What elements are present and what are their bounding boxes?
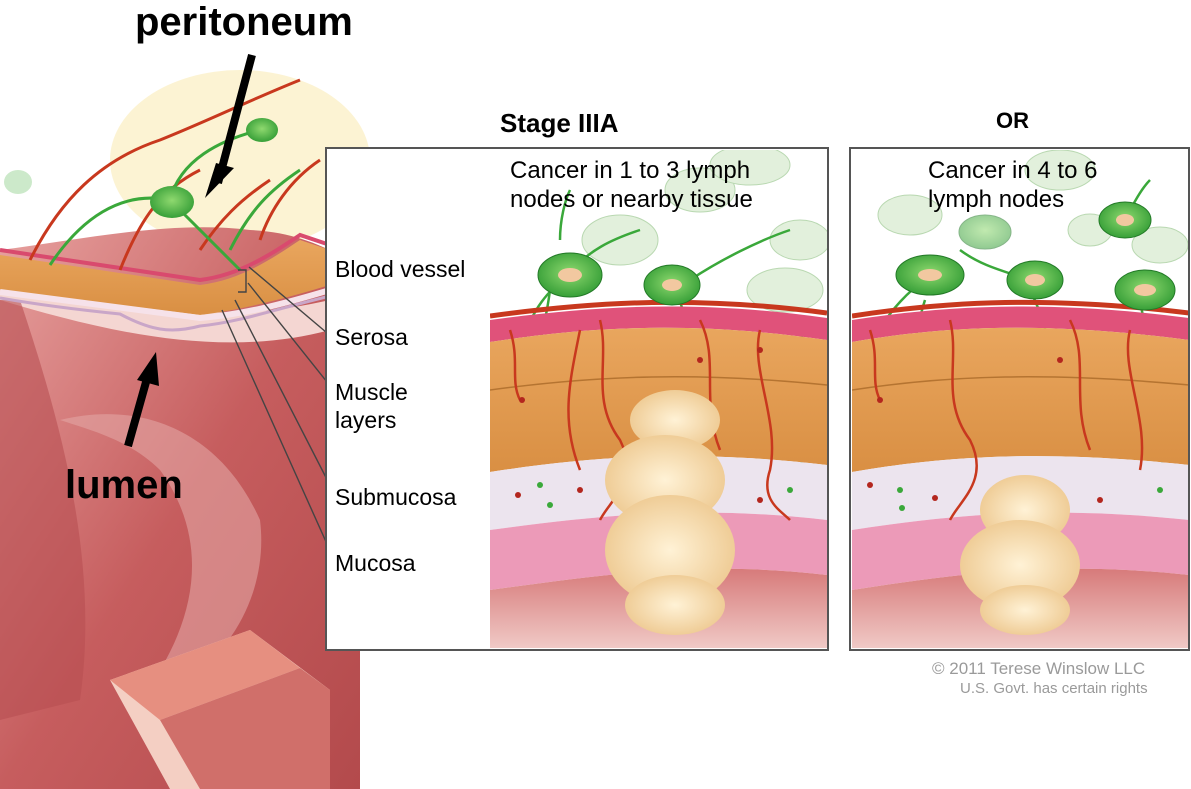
lymph-node bbox=[150, 186, 194, 218]
caption-line: Cancer in 4 to 6 bbox=[928, 156, 1097, 185]
mucosa-label: Mucosa bbox=[335, 550, 416, 577]
stage-iiia-caption: Cancer in 1 to 3 lymph nodes or nearby t… bbox=[510, 156, 753, 214]
colon-drawing bbox=[0, 70, 370, 789]
serosa-label: Serosa bbox=[335, 324, 408, 351]
submucosa-label: Submucosa bbox=[335, 484, 456, 511]
rights-text: U.S. Govt. has certain rights bbox=[960, 680, 1148, 697]
muscle-label-line: layers bbox=[335, 406, 408, 434]
copyright-text: © 2011 Terese Winslow LLC bbox=[932, 659, 1145, 678]
stage-heading: Stage IIIA bbox=[500, 108, 618, 139]
lumen-label: lumen bbox=[65, 463, 183, 508]
peritoneum-label: peritoneum bbox=[135, 0, 353, 45]
lymph-node bbox=[246, 118, 278, 142]
or-heading: OR bbox=[996, 108, 1029, 134]
or-panel bbox=[850, 148, 1189, 650]
muscle-label-line: Muscle bbox=[335, 378, 408, 406]
caption-line: lymph nodes bbox=[928, 185, 1097, 214]
or-caption: Cancer in 4 to 6 lymph nodes bbox=[928, 156, 1097, 214]
lymph-node bbox=[959, 215, 1011, 249]
muscle-layers-label: Muscle layers bbox=[335, 378, 408, 434]
caption-line: Cancer in 1 to 3 lymph bbox=[510, 156, 753, 185]
blood-vessel-label: Blood vessel bbox=[335, 256, 465, 283]
caption-line: nodes or nearby tissue bbox=[510, 185, 753, 214]
